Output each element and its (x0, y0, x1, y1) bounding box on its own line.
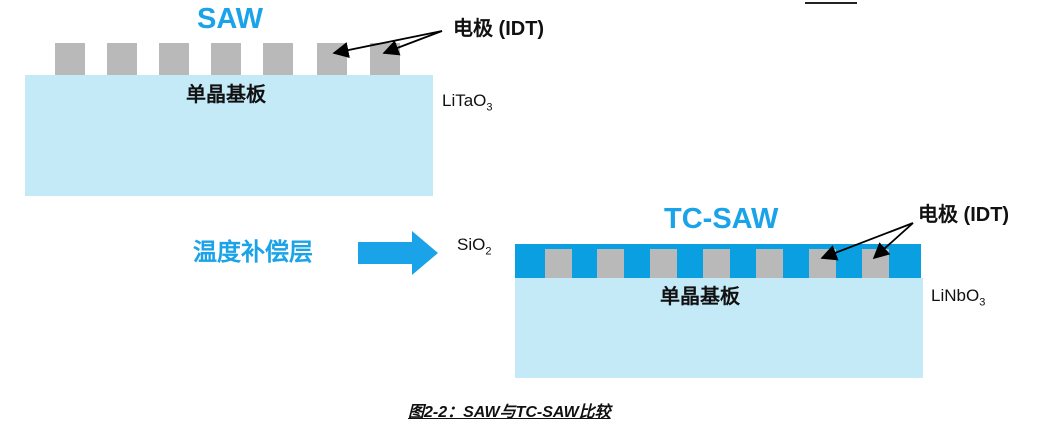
saw-pointer-line (382, 30, 443, 56)
compensation-layer-label: 温度补偿层 (193, 239, 313, 266)
saw-material-label: LiTaO3 (442, 92, 493, 113)
compensation-arrow-icon (358, 231, 438, 275)
tcsaw-electrode (597, 249, 624, 278)
tcsaw-electrode (545, 249, 572, 278)
saw-substrate-label: 单晶基板 (186, 84, 266, 106)
tcsaw-layer-label: SiO2 (457, 236, 491, 257)
tcsaw-pointer-line (820, 222, 914, 261)
saw-electrode (55, 43, 85, 75)
tcsaw-pointer-line (872, 222, 914, 260)
saw-material-main: LiTaO (442, 91, 487, 110)
tcsaw-material-sub: 3 (979, 296, 986, 309)
saw-title: SAW (197, 3, 264, 35)
tcsaw-layer-main: SiO (457, 235, 486, 254)
tcsaw-electrode (756, 249, 783, 278)
saw-electrode (263, 43, 293, 75)
tcsaw-substrate (515, 278, 923, 378)
tcsaw-title: TC-SAW (664, 203, 779, 235)
tcsaw-electrode-label: 电极 (IDT) (918, 204, 1010, 226)
saw-electrode (211, 43, 241, 75)
saw-electrode (159, 43, 189, 75)
tcsaw-substrate-label: 单晶基板 (660, 286, 740, 308)
figure-caption: 图2-2：SAW与TC-SAW比较 (408, 404, 611, 421)
top-rule (805, 2, 857, 4)
tcsaw-material-label: LiNbO3 (931, 287, 985, 308)
saw-substrate (25, 75, 433, 196)
saw-material-sub: 3 (486, 101, 493, 114)
tcsaw-layer-sub: 2 (485, 245, 492, 258)
tcsaw-electrode (703, 249, 730, 278)
tcsaw-electrode (650, 249, 677, 278)
saw-pointer-line (332, 30, 443, 59)
tcsaw-material-main: LiNbO (931, 286, 980, 305)
saw-electrode (107, 43, 137, 75)
saw-electrode-label: 电极 (IDT) (453, 18, 545, 40)
